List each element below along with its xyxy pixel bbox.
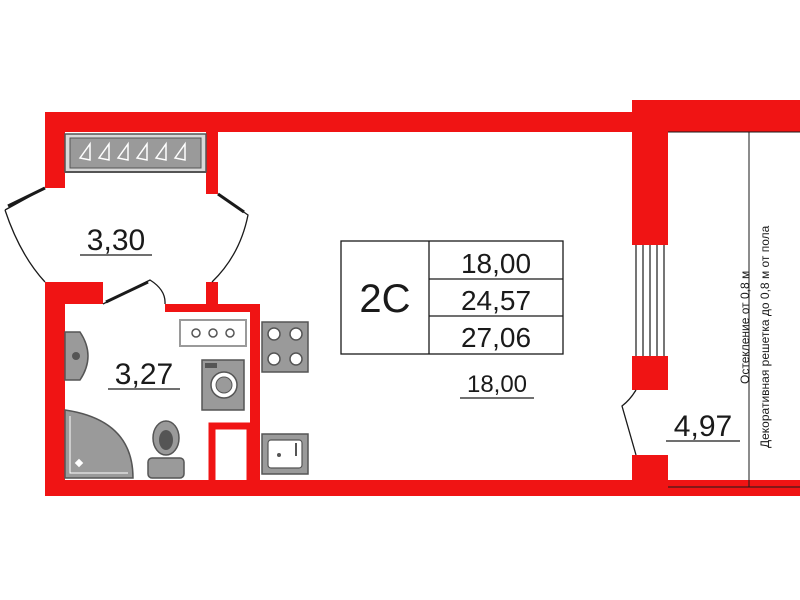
bathroom-fixtures [64,319,247,479]
loggia-glazing [668,131,800,488]
main-room-area: 18,00 [467,371,527,398]
shaft [208,422,254,488]
room-labels: 3,30 3,27 18,00 4,97 [80,224,740,443]
bathroom-door [102,279,166,305]
wall-hall-right-upper [206,112,218,194]
wall-bath-right [250,304,260,494]
hall-door-right [211,193,249,283]
wall-bottom [45,480,800,496]
glazing-note: Остекление от 0,8 м [738,271,752,384]
shower-tray-icon [64,409,134,479]
wall-hall-stub [206,282,218,312]
counter-icon [179,319,247,347]
toilet-icon [147,420,185,479]
wall-left-upper [45,112,65,188]
apartment-type-code: 2С [359,277,410,321]
bathroom-area: 3,27 [115,358,173,391]
hanger-icons [78,141,186,161]
entrance-hall-area: 3,30 [87,224,145,257]
total-with-balcony-value: 27,06 [461,322,531,353]
wall-left-lower [45,282,65,496]
wall-loggia-partition-lower [632,356,668,390]
doors [4,186,637,456]
loggia-door [621,389,637,456]
railing-note: Декоративная решетка до 0,8 м от пола [758,225,772,448]
area-table: 2С 18,00 24,57 27,06 [340,240,564,355]
washing-machine-icon [201,359,245,411]
loggia-notes: Остекление от 0,8 м Декоративная решетка… [738,225,772,448]
wall-loggia-partition-upper [632,100,668,245]
living-area-value: 18,00 [461,248,531,279]
entrance-door-left [4,187,46,283]
washbasin-icon [64,331,89,381]
total-area-value: 24,57 [461,285,531,316]
loggia-area: 4,97 [674,410,732,443]
kitchen-sink-icon [261,433,309,475]
kitchen-fixtures [261,321,309,475]
wardrobe [64,133,207,173]
stove-icon [261,321,309,373]
wall-hall-bath [45,282,103,304]
wall-top [45,112,635,132]
walls [45,100,800,496]
window-loggia [635,245,665,356]
